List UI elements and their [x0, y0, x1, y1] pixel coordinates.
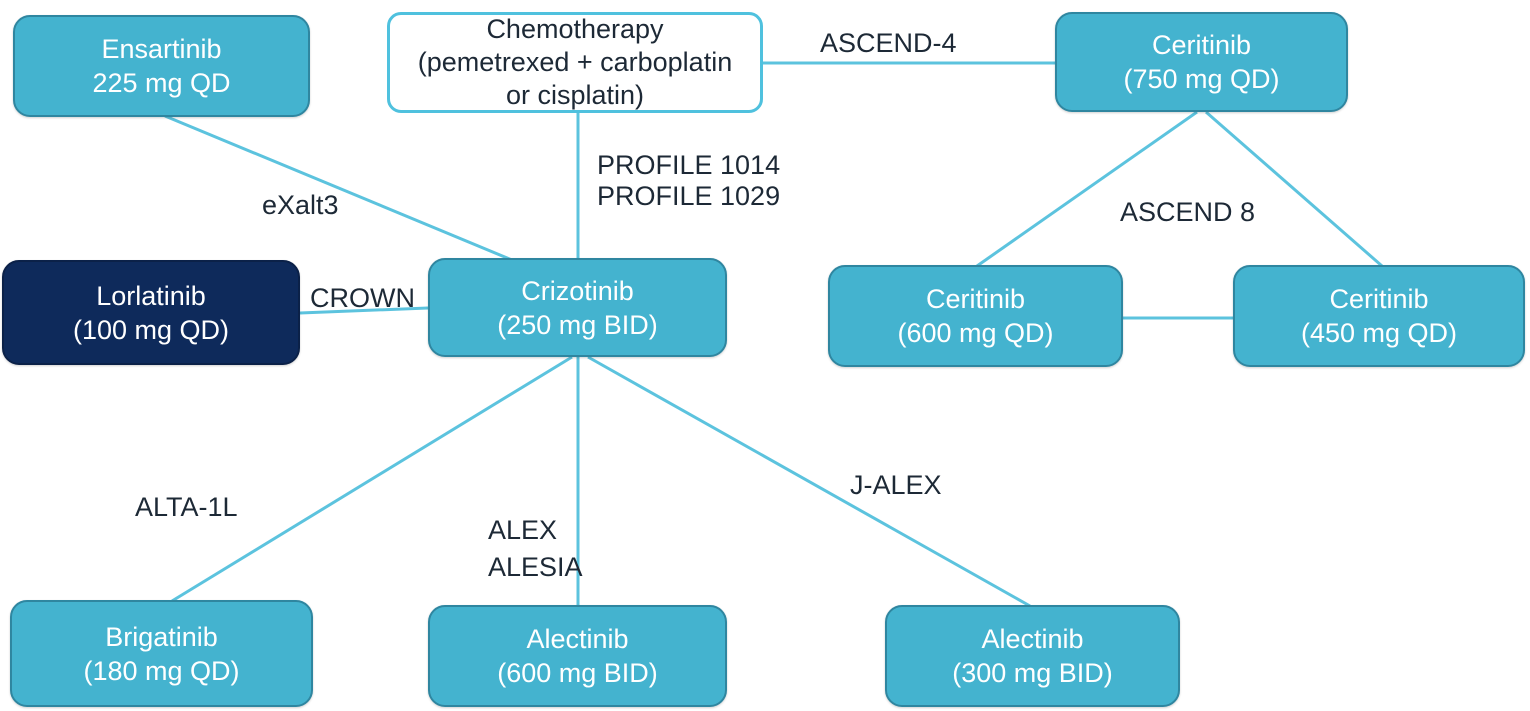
node-dose: (600 mg QD): [897, 318, 1054, 348]
node-drug-name: Ceritinib: [1329, 284, 1429, 314]
node-dose-cont: or cisplatin): [505, 80, 645, 110]
edge-lorlatinib-crizotinib: [299, 306, 429, 315]
trial-label-exalt3: eXalt3: [262, 190, 339, 220]
trial-label-ascend-4: ASCEND-4: [820, 28, 957, 58]
node-alectinib-300: Alectinib (300 mg BID): [885, 605, 1180, 707]
trial-label-profile: PROFILE 1014 PROFILE 1029: [597, 150, 780, 212]
node-alectinib-600: Alectinib (600 mg BID): [428, 605, 727, 707]
node-lorlatinib: Lorlatinib (100 mg QD): [2, 260, 300, 365]
trial-label-alesia: ALESIA: [488, 552, 583, 582]
node-drug-name: Crizotinib: [521, 275, 634, 306]
trial-label-alta-1l: ALTA-1L: [135, 492, 238, 522]
edge-ensartinib-crizotinib: [164, 114, 513, 262]
node-drug-name: Brigatinib: [105, 621, 218, 652]
node-ceritinib-450: Ceritinib (450 mg QD): [1233, 265, 1525, 367]
edge-crizotinib-alectinib300: [587, 355, 1031, 608]
node-dose: (pemetrexed + carboplatin: [417, 47, 733, 77]
trial-label-profile-1014: PROFILE 1014: [597, 150, 781, 180]
node-drug-name: Chemotherapy: [486, 14, 664, 44]
edge-ceritinib750-450: [1205, 110, 1383, 268]
node-chemotherapy: Chemotherapy (pemetrexed + carboplatin o…: [387, 12, 763, 113]
node-dose: (750 mg QD): [1123, 64, 1280, 94]
node-drug-name: Ceritinib: [925, 284, 1026, 314]
trial-label-ascend-8: ASCEND 8: [1120, 197, 1256, 227]
trial-label-crown: CROWN: [310, 283, 415, 313]
node-drug-name: Ensartinib: [101, 34, 222, 64]
node-ceritinib-750: Ceritinib (750 mg QD): [1055, 12, 1348, 112]
trial-label-alex: ALEX: [488, 515, 558, 545]
node-dose: 225 mg QD: [92, 68, 231, 98]
node-ceritinib-600: Ceritinib (600 mg QD): [828, 265, 1123, 367]
node-drug-name: Alectinib: [526, 624, 629, 654]
node-dose: (600 mg BID): [497, 658, 658, 688]
node-dose: (250 mg BID): [497, 309, 658, 340]
node-drug-name: Lorlatinib: [96, 280, 206, 311]
node-crizotinib: Crizotinib (250 mg BID): [428, 258, 727, 357]
edge-crizotinib-brigatinib: [171, 355, 573, 603]
node-dose: (300 mg BID): [952, 658, 1113, 688]
node-dose: (180 mg QD): [83, 655, 240, 686]
node-dose: (100 mg QD): [72, 314, 230, 345]
trial-label-j-alex: J-ALEX: [850, 470, 942, 500]
trial-label-alex-alesia: ALEX ALESIA: [488, 512, 583, 586]
node-brigatinib: Brigatinib (180 mg QD): [10, 600, 313, 707]
node-dose: (450 mg QD): [1300, 318, 1458, 348]
node-drug-name: Ceritinib: [1151, 30, 1252, 60]
node-ensartinib: Ensartinib 225 mg QD: [13, 15, 310, 117]
node-drug-name: Alectinib: [981, 624, 1084, 654]
trial-label-profile-1029: PROFILE 1029: [597, 181, 781, 211]
edge-ceritinib750-600: [976, 110, 1198, 268]
